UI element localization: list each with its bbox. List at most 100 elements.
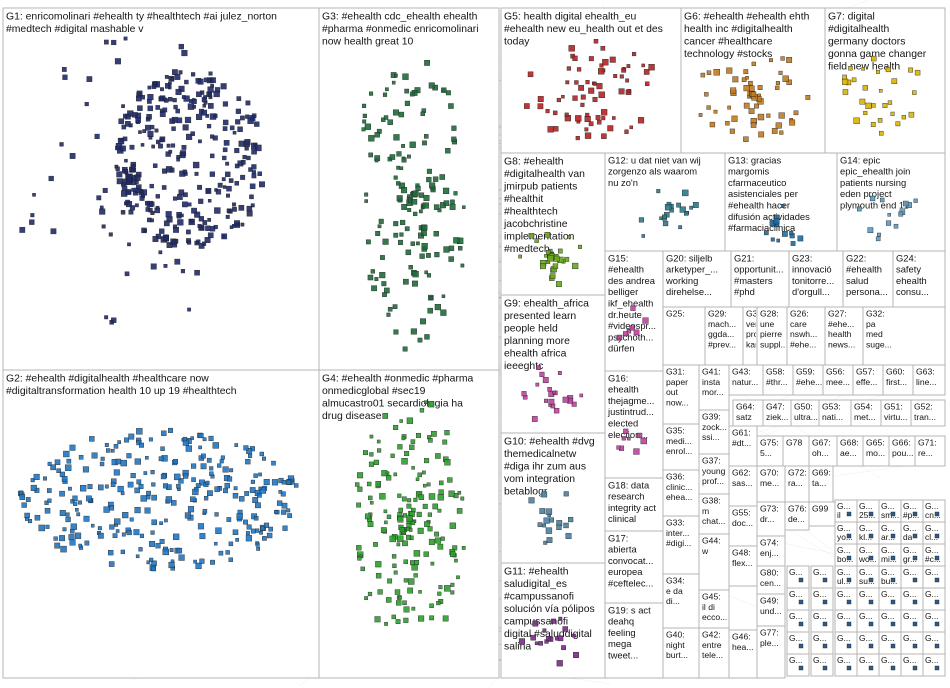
node [534,641,539,646]
group-box [782,435,810,467]
node [214,512,219,517]
node [355,482,360,487]
group-label-line: safety [896,264,921,275]
node [427,526,433,532]
group-g61: G61:#dt... [728,425,758,467]
group-g80: G80:cen... [756,565,786,595]
node [890,555,896,561]
node [598,68,605,75]
tiny-group: G... [786,609,810,633]
node [274,510,278,514]
node [567,234,572,239]
node [779,130,784,135]
group-label-line: ta... [812,478,826,488]
group-g50: G50:ultra... [790,399,820,427]
node [544,232,551,238]
node [234,163,240,169]
node [253,473,258,478]
node [374,158,379,163]
tiny-group: G... [922,565,946,589]
node [198,243,205,249]
node [151,494,157,501]
tiny-group: G... [810,609,834,633]
node [411,606,416,611]
node [890,111,895,116]
node [152,236,159,242]
node [184,79,189,85]
tiny-group: G... [786,587,810,611]
node [155,105,161,110]
node [867,227,874,234]
node [601,133,607,139]
node [250,203,255,208]
node [146,495,151,500]
node [431,431,437,437]
group-label-line: first... [886,377,907,387]
node [108,232,113,237]
node [149,183,154,189]
node [62,74,68,80]
group-label-line: G76: [788,504,807,514]
node [152,81,157,86]
node [535,382,540,387]
node [280,491,286,497]
group-label-line: ecco... [702,612,727,622]
node [47,498,52,503]
group-g53: G53:nati... [818,399,852,427]
group-label-line: ssi... [702,432,720,442]
group-label-line: enj... [760,548,779,558]
node [48,175,54,182]
group-label-line: G16: [608,372,628,383]
node [203,77,209,83]
node [126,529,132,536]
node [421,224,428,231]
node [885,220,892,226]
node [627,89,632,93]
node [242,154,247,160]
tiny-group-label: G... [813,567,827,577]
node [437,543,444,550]
group-label-line: feeling [608,627,636,638]
node [256,546,261,551]
node [518,638,525,645]
group-label-line: G14: epic [840,154,880,165]
group-label-line: #medtech [504,244,550,255]
node [148,135,153,140]
node [395,619,401,624]
node [174,258,181,265]
group-label-line: G69: [812,468,831,478]
node [743,85,750,92]
node [356,502,362,508]
node [373,459,380,465]
group-label-line: #digitalhealth [828,24,889,35]
group-g48: G48:flex... [728,545,758,587]
tiny-group-label: G... [881,611,895,621]
node [404,100,410,106]
node [419,209,423,214]
node [625,78,630,83]
group-box [790,399,820,427]
group-box [680,7,826,154]
node [528,233,535,239]
group-box [910,399,946,427]
tiny-group-label: G... [789,611,803,621]
node [726,67,733,74]
node [757,85,763,90]
node [222,155,227,161]
group-label-line: #pharma #onmedic enricomolinari [322,24,479,35]
node [145,200,150,206]
node [192,488,199,496]
node [397,535,404,542]
node [450,590,455,595]
node [445,148,451,154]
group-label-line: #farmaciaclinica [728,222,796,233]
node [205,225,211,231]
group-box [922,653,946,677]
node [223,140,230,146]
group-g35: G35:medi...enrol... [662,423,700,471]
node [399,527,405,533]
node [438,585,443,590]
node [413,497,418,502]
node [748,108,755,114]
